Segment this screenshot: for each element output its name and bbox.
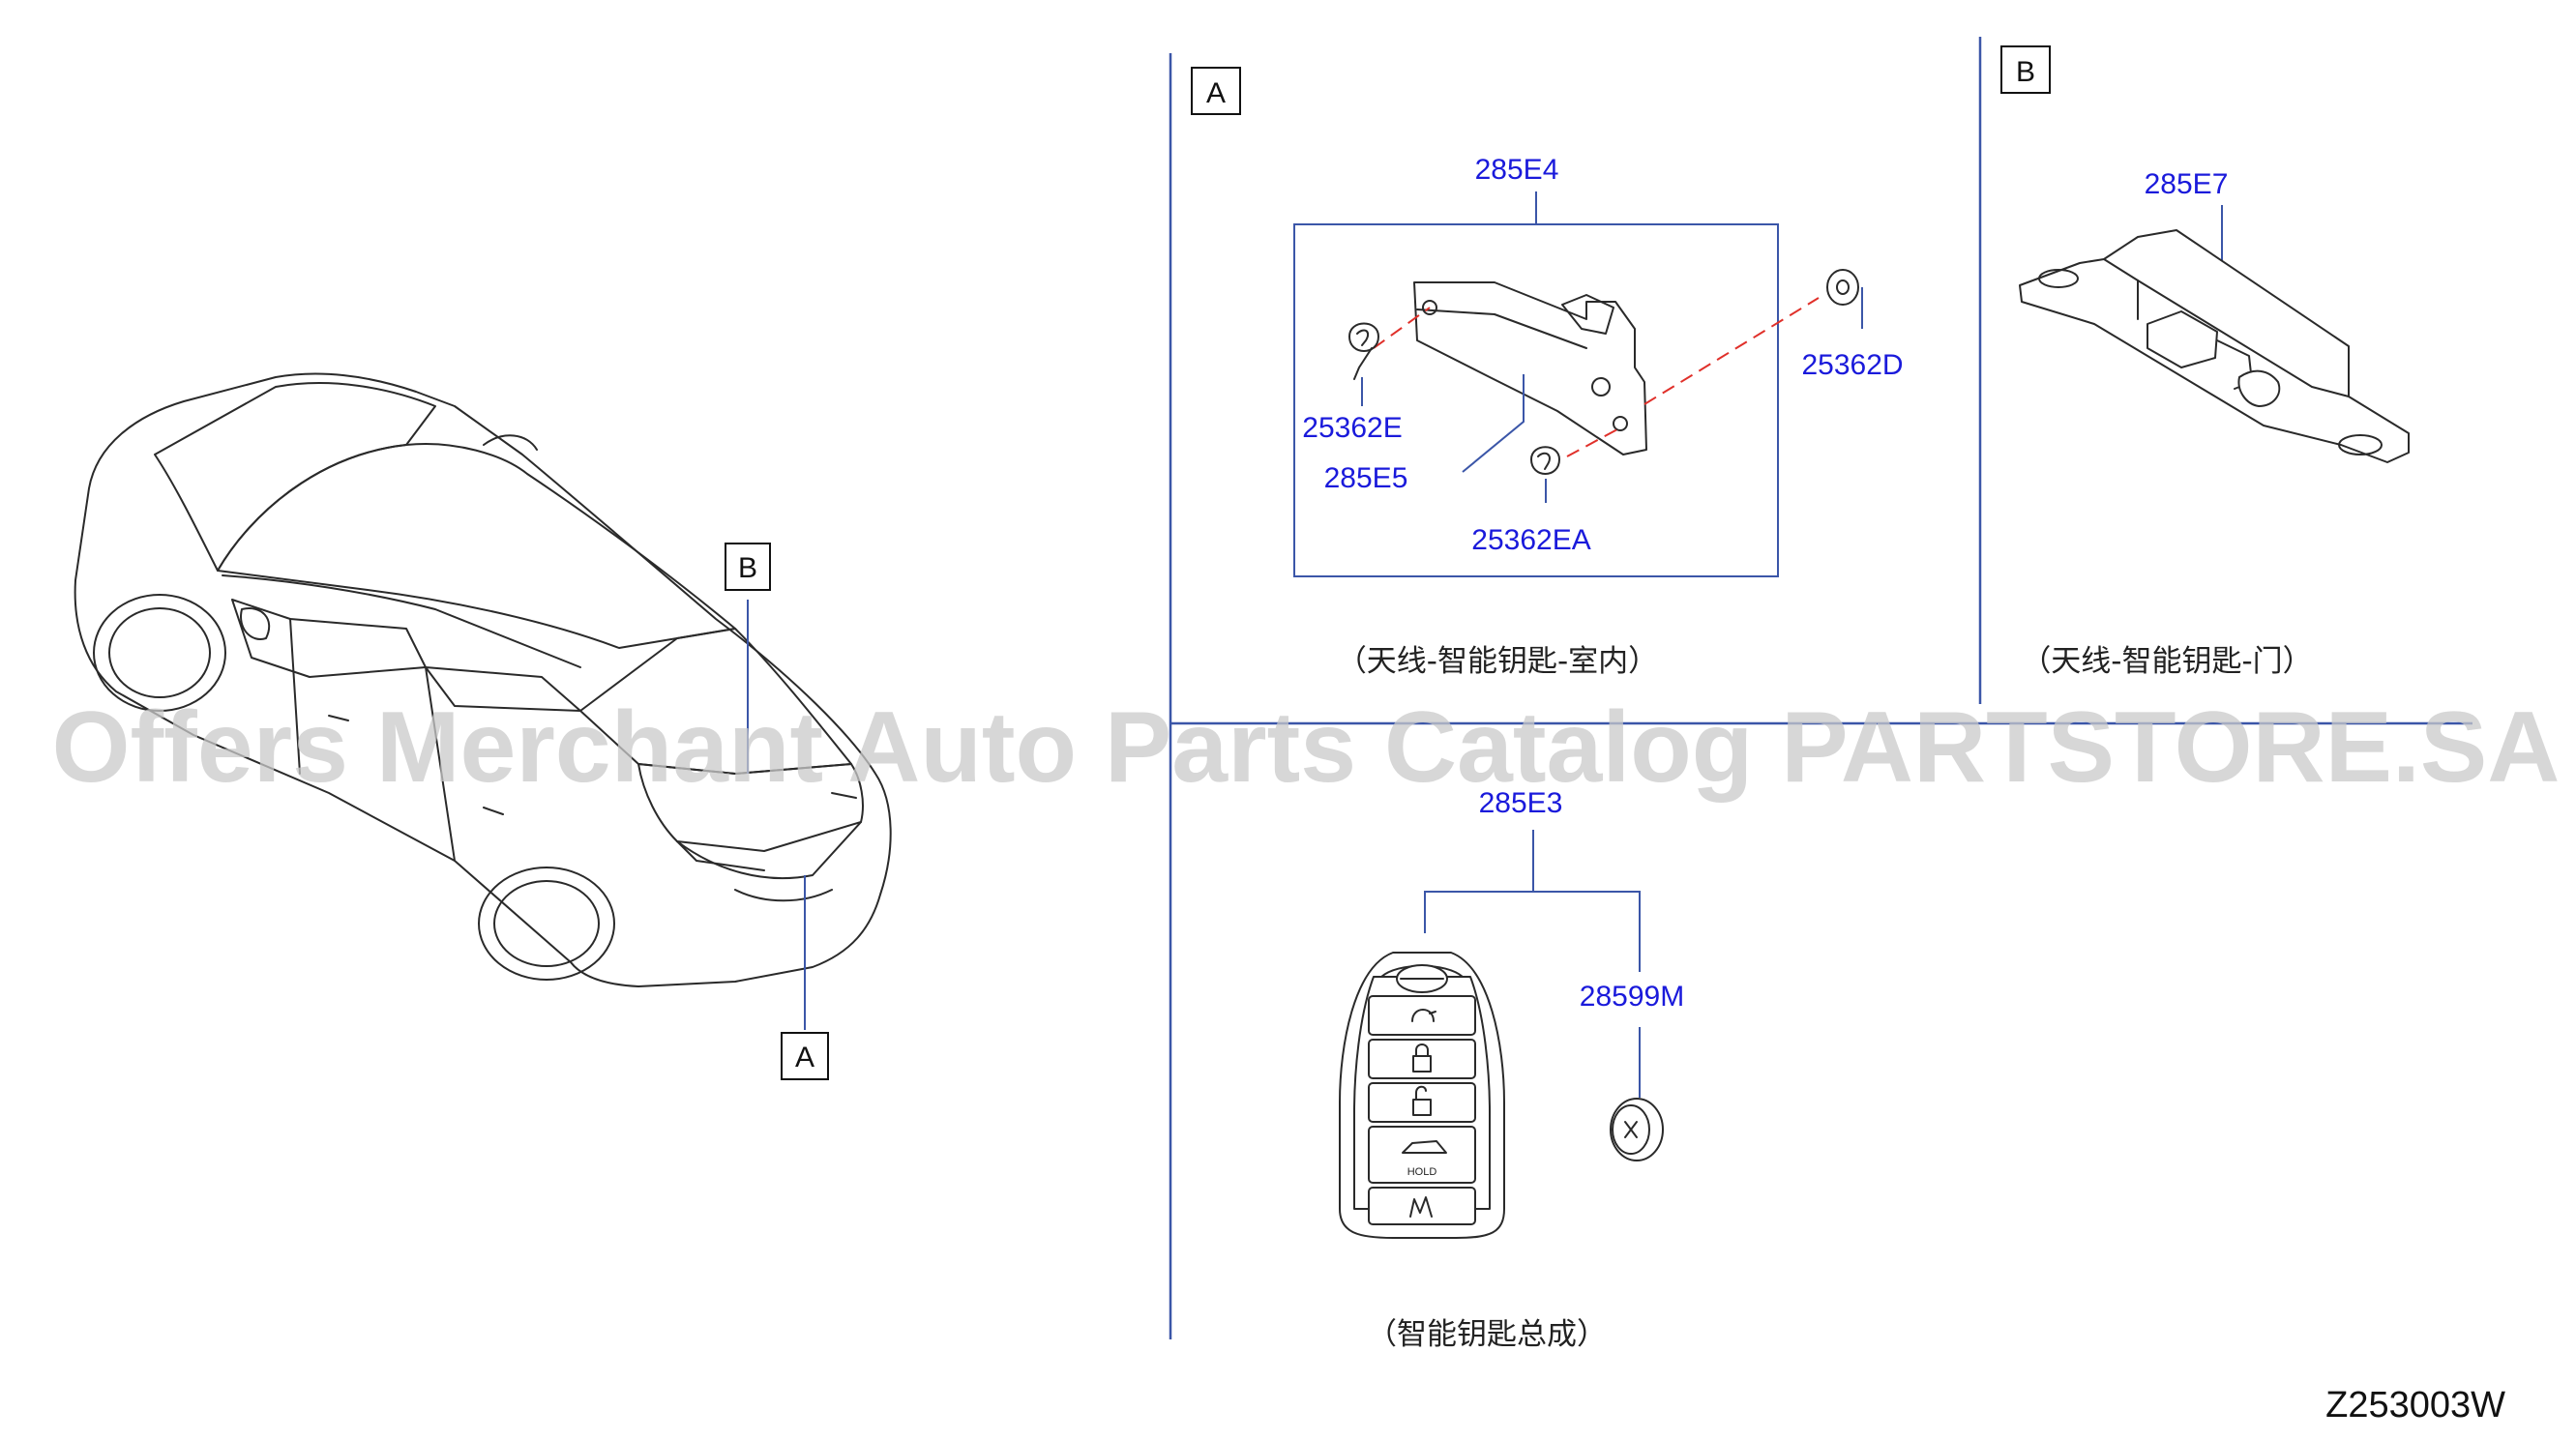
roof-edge (222, 574, 581, 668)
tail-light-right (831, 792, 857, 799)
callout-a-label: A (795, 1042, 814, 1073)
rear-lower-line (734, 889, 833, 902)
bracket-hole-right (1613, 416, 1628, 431)
front-wheel (93, 594, 226, 712)
part-25362e: 25362E (1302, 412, 1402, 444)
bracket-hole-left (1422, 300, 1437, 315)
clip-25362ea (1530, 446, 1560, 475)
section-c-caption: （智能钥匙总成） (1367, 1317, 1607, 1352)
shark-fin-antenna (483, 434, 538, 451)
body-outline (74, 372, 892, 987)
diagram-code: Z253003W (2325, 1385, 2505, 1425)
side-mirror (240, 607, 271, 640)
hidden-line-25362e (1373, 307, 1431, 349)
door-antenna-plug (2237, 369, 2281, 407)
part-285e5: 285E5 (1324, 462, 1408, 494)
side-window-rear (425, 666, 581, 712)
front-door-handle (328, 715, 349, 721)
bracket-hole-mid (1591, 377, 1611, 397)
section-b-label: B (2016, 56, 2035, 88)
key-button-trunk (1368, 1126, 1476, 1184)
door-antenna-top-edge (2103, 258, 2350, 397)
callout-b-box (725, 543, 771, 591)
vehicle-illustration: B A (74, 372, 892, 1080)
section-b: B 285E7 （天线-智能钥匙-门） (2000, 45, 2410, 679)
unlock-icon-shackle (1415, 1085, 1427, 1101)
callout-a-box (781, 1032, 829, 1080)
hidden-line-25362d (1643, 297, 1820, 405)
clip-25362d (1826, 269, 1859, 306)
battery-28599m (1610, 1098, 1664, 1161)
section-a-caption: （天线-智能钥匙-室内） (1337, 644, 1658, 679)
antenna-bracket-clip (1561, 294, 1614, 335)
section-a: A 285E4 25362E 25362D 25362EA 285 (1191, 67, 1904, 679)
clip-25362e (1348, 322, 1379, 352)
clip-25362e-detail (1356, 329, 1370, 346)
roof (217, 443, 736, 649)
section-b-caption: （天线-智能钥匙-门） (2021, 644, 2312, 679)
antenna-bracket (1413, 281, 1647, 456)
lock-icon (1412, 1055, 1432, 1073)
key-hold-label: HOLD (1407, 1166, 1437, 1178)
key-button-unlock (1368, 1082, 1476, 1123)
tail-light-left (676, 840, 765, 871)
section-b-label-box (2000, 45, 2051, 94)
clip-25362e-stem (1353, 347, 1373, 380)
rear-wheel (478, 867, 615, 981)
part-285e4: 285E4 (1475, 154, 1559, 186)
part-group-box-285e4 (1293, 223, 1779, 577)
windshield (154, 382, 436, 572)
key-button-remote-start (1368, 995, 1476, 1036)
trunk-icon (1402, 1140, 1447, 1154)
rear-door-handle (483, 807, 504, 815)
antenna-bracket-edge (1416, 309, 1587, 349)
part-25362ea: 25362EA (1471, 524, 1590, 556)
clip-25362ea-detail (1537, 452, 1551, 470)
battery-face (1612, 1104, 1650, 1155)
clip-25362d-hole (1836, 279, 1850, 295)
smart-key-face (1353, 976, 1491, 1210)
door-antenna-connector (2147, 310, 2218, 368)
part-285e3: 285E3 (1479, 787, 1563, 819)
callout-b-label: B (738, 552, 757, 584)
section-a-label: A (1206, 77, 1226, 109)
door-line-rear (425, 666, 456, 862)
part-285e7: 285E7 (2145, 168, 2229, 200)
door-antenna-hole-left (2038, 269, 2079, 288)
section-a-label-box (1191, 67, 1241, 115)
door-antenna-hole-right (2338, 434, 2383, 456)
section-c: 285E3 HOLD 28599M （智能钥匙总成） (1339, 787, 1684, 1352)
battery-plus-icon (1624, 1121, 1638, 1138)
front-wheel-inner (108, 607, 211, 698)
unlock-icon (1412, 1099, 1432, 1116)
part-25362d: 25362D (1801, 349, 1903, 381)
door-line-front (289, 618, 301, 775)
leader-285e5 (1462, 374, 1525, 473)
trunk-lid (637, 763, 864, 852)
remote-start-icon (1411, 1009, 1436, 1022)
watermark: Offers Merchant Auto Parts Catalog PARTS… (52, 691, 2561, 804)
panic-icon (1409, 1196, 1433, 1218)
hidden-line-25362ea (1566, 428, 1618, 457)
key-button-lock (1368, 1039, 1476, 1079)
leader-285e3-branch (1424, 891, 1641, 972)
part-28599m: 28599M (1580, 981, 1684, 1013)
rear-wheel-inner (493, 880, 600, 967)
lock-icon-shackle (1415, 1043, 1429, 1057)
